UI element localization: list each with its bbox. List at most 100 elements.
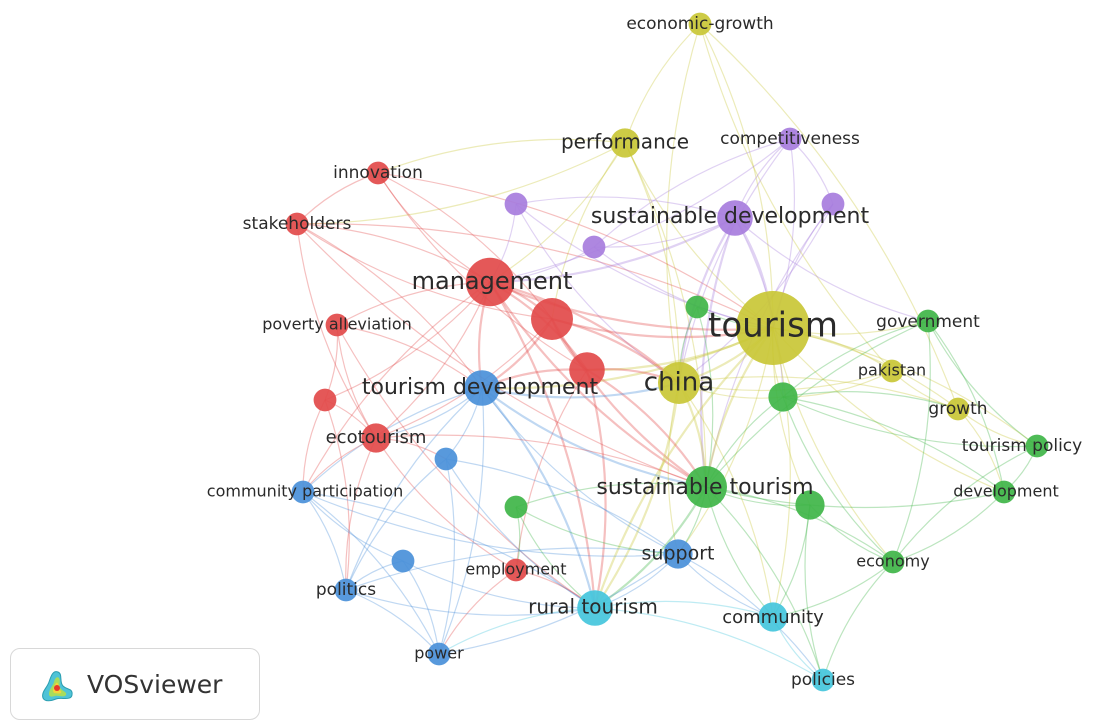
node-employment[interactable] — [504, 558, 528, 582]
network-link — [481, 387, 707, 489]
node-politics[interactable] — [334, 578, 358, 602]
network-link — [593, 327, 774, 609]
network-link — [438, 458, 456, 655]
network-link — [375, 434, 707, 488]
network-link — [515, 482, 707, 508]
network-link — [822, 561, 894, 681]
node-red-b[interactable] — [569, 352, 605, 388]
node-green-a[interactable] — [685, 295, 709, 319]
label-community[interactable]: community — [722, 607, 824, 628]
label-government[interactable]: government — [876, 312, 980, 332]
network-link — [892, 320, 931, 563]
node-ecotourism[interactable] — [361, 423, 391, 453]
node-red-a[interactable] — [531, 298, 573, 340]
node-economic-growth[interactable] — [688, 12, 712, 36]
label-stakeholders[interactable]: stakeholders — [243, 214, 352, 234]
node-pakistan[interactable] — [880, 359, 904, 383]
node-green-b[interactable] — [768, 382, 798, 412]
network-link — [489, 280, 680, 384]
node-blue-a[interactable] — [434, 447, 458, 471]
network-link — [927, 320, 1005, 493]
network-link — [302, 491, 347, 591]
label-tourism[interactable]: tourism — [708, 306, 838, 346]
node-economy[interactable] — [881, 550, 905, 574]
label-pakistan[interactable]: pakistan — [858, 361, 926, 380]
label-competitiveness[interactable]: competitiveness — [720, 129, 860, 149]
vosviewer-badge[interactable]: VOSviewer — [10, 648, 260, 720]
node-purple-c[interactable] — [582, 235, 606, 259]
node-green-c[interactable] — [504, 495, 528, 519]
network-link — [734, 217, 929, 322]
node-support[interactable] — [663, 539, 693, 569]
label-politics[interactable]: politics — [316, 580, 376, 600]
node-poverty-alleviation[interactable] — [325, 313, 349, 337]
node-rural-tourism[interactable] — [577, 590, 613, 626]
node-growth[interactable] — [946, 397, 970, 421]
network-link — [696, 306, 714, 488]
network-link — [700, 217, 737, 488]
node-management[interactable] — [465, 257, 515, 307]
label-employment[interactable]: employment — [465, 560, 566, 579]
node-blue-b[interactable] — [391, 549, 415, 573]
node-community-participation[interactable] — [291, 480, 315, 504]
node-green-d[interactable] — [795, 490, 825, 520]
label-development[interactable]: development — [953, 482, 1059, 501]
node-purple-b[interactable] — [821, 192, 845, 216]
node-red-c[interactable] — [313, 388, 337, 412]
label-growth[interactable]: growth — [928, 399, 987, 419]
network-link — [302, 491, 596, 609]
node-china[interactable] — [658, 362, 700, 404]
network-link — [438, 387, 485, 655]
label-management[interactable]: management — [412, 267, 573, 295]
node-innovation[interactable] — [366, 161, 390, 185]
label-support[interactable]: support — [642, 543, 715, 565]
label-economic-growth[interactable]: economic-growth — [626, 14, 773, 34]
node-development[interactable] — [992, 480, 1016, 504]
label-ecotourism[interactable]: ecotourism — [326, 427, 427, 448]
network-link — [594, 382, 681, 609]
network-link — [302, 491, 679, 557]
network-link — [302, 491, 440, 655]
node-sustainable-tourism[interactable] — [685, 466, 727, 508]
label-performance[interactable]: performance — [561, 130, 689, 154]
label-economy[interactable]: economy — [856, 552, 929, 571]
network-link — [345, 589, 596, 616]
node-competitiveness[interactable] — [778, 127, 802, 151]
label-tourism-policy[interactable]: tourism policy — [962, 436, 1082, 456]
label-community-participation[interactable]: community participation — [207, 482, 403, 501]
label-rural-tourism[interactable]: rural tourism — [528, 595, 658, 619]
node-performance[interactable] — [610, 128, 640, 158]
network-link — [804, 504, 824, 681]
network-link — [402, 560, 596, 609]
label-tourism-development[interactable]: tourism development — [362, 375, 599, 400]
label-innovation[interactable]: innovation — [333, 163, 423, 183]
network-link — [678, 376, 959, 410]
network-link — [445, 458, 679, 555]
node-stakeholders[interactable] — [285, 212, 309, 236]
label-sustainable-development[interactable]: sustainable development — [591, 204, 870, 229]
label-china[interactable]: china — [644, 368, 714, 398]
network-link — [345, 547, 679, 591]
node-sustainable-development[interactable] — [717, 200, 753, 236]
node-community[interactable] — [758, 602, 788, 632]
network-link — [782, 396, 894, 563]
node-government[interactable] — [916, 309, 940, 333]
network-link — [345, 589, 440, 655]
node-tourism-development[interactable] — [464, 370, 500, 406]
network-link — [489, 138, 791, 283]
network-link — [699, 23, 893, 372]
label-sustainable-tourism[interactable]: sustainable tourism — [596, 475, 813, 500]
network-link — [481, 327, 774, 390]
label-policies[interactable]: policies — [791, 670, 855, 690]
node-tourism[interactable] — [736, 291, 810, 365]
label-poverty-alleviation[interactable]: poverty alleviation — [262, 315, 412, 334]
network-link — [481, 387, 597, 609]
node-power[interactable] — [427, 642, 451, 666]
label-power[interactable]: power — [414, 644, 464, 663]
node-tourism-policy[interactable] — [1025, 434, 1049, 458]
node-purple-a[interactable] — [504, 192, 528, 216]
network-link — [345, 458, 447, 591]
node-policies[interactable] — [811, 668, 835, 692]
brand-name: VOSviewer — [87, 669, 223, 699]
